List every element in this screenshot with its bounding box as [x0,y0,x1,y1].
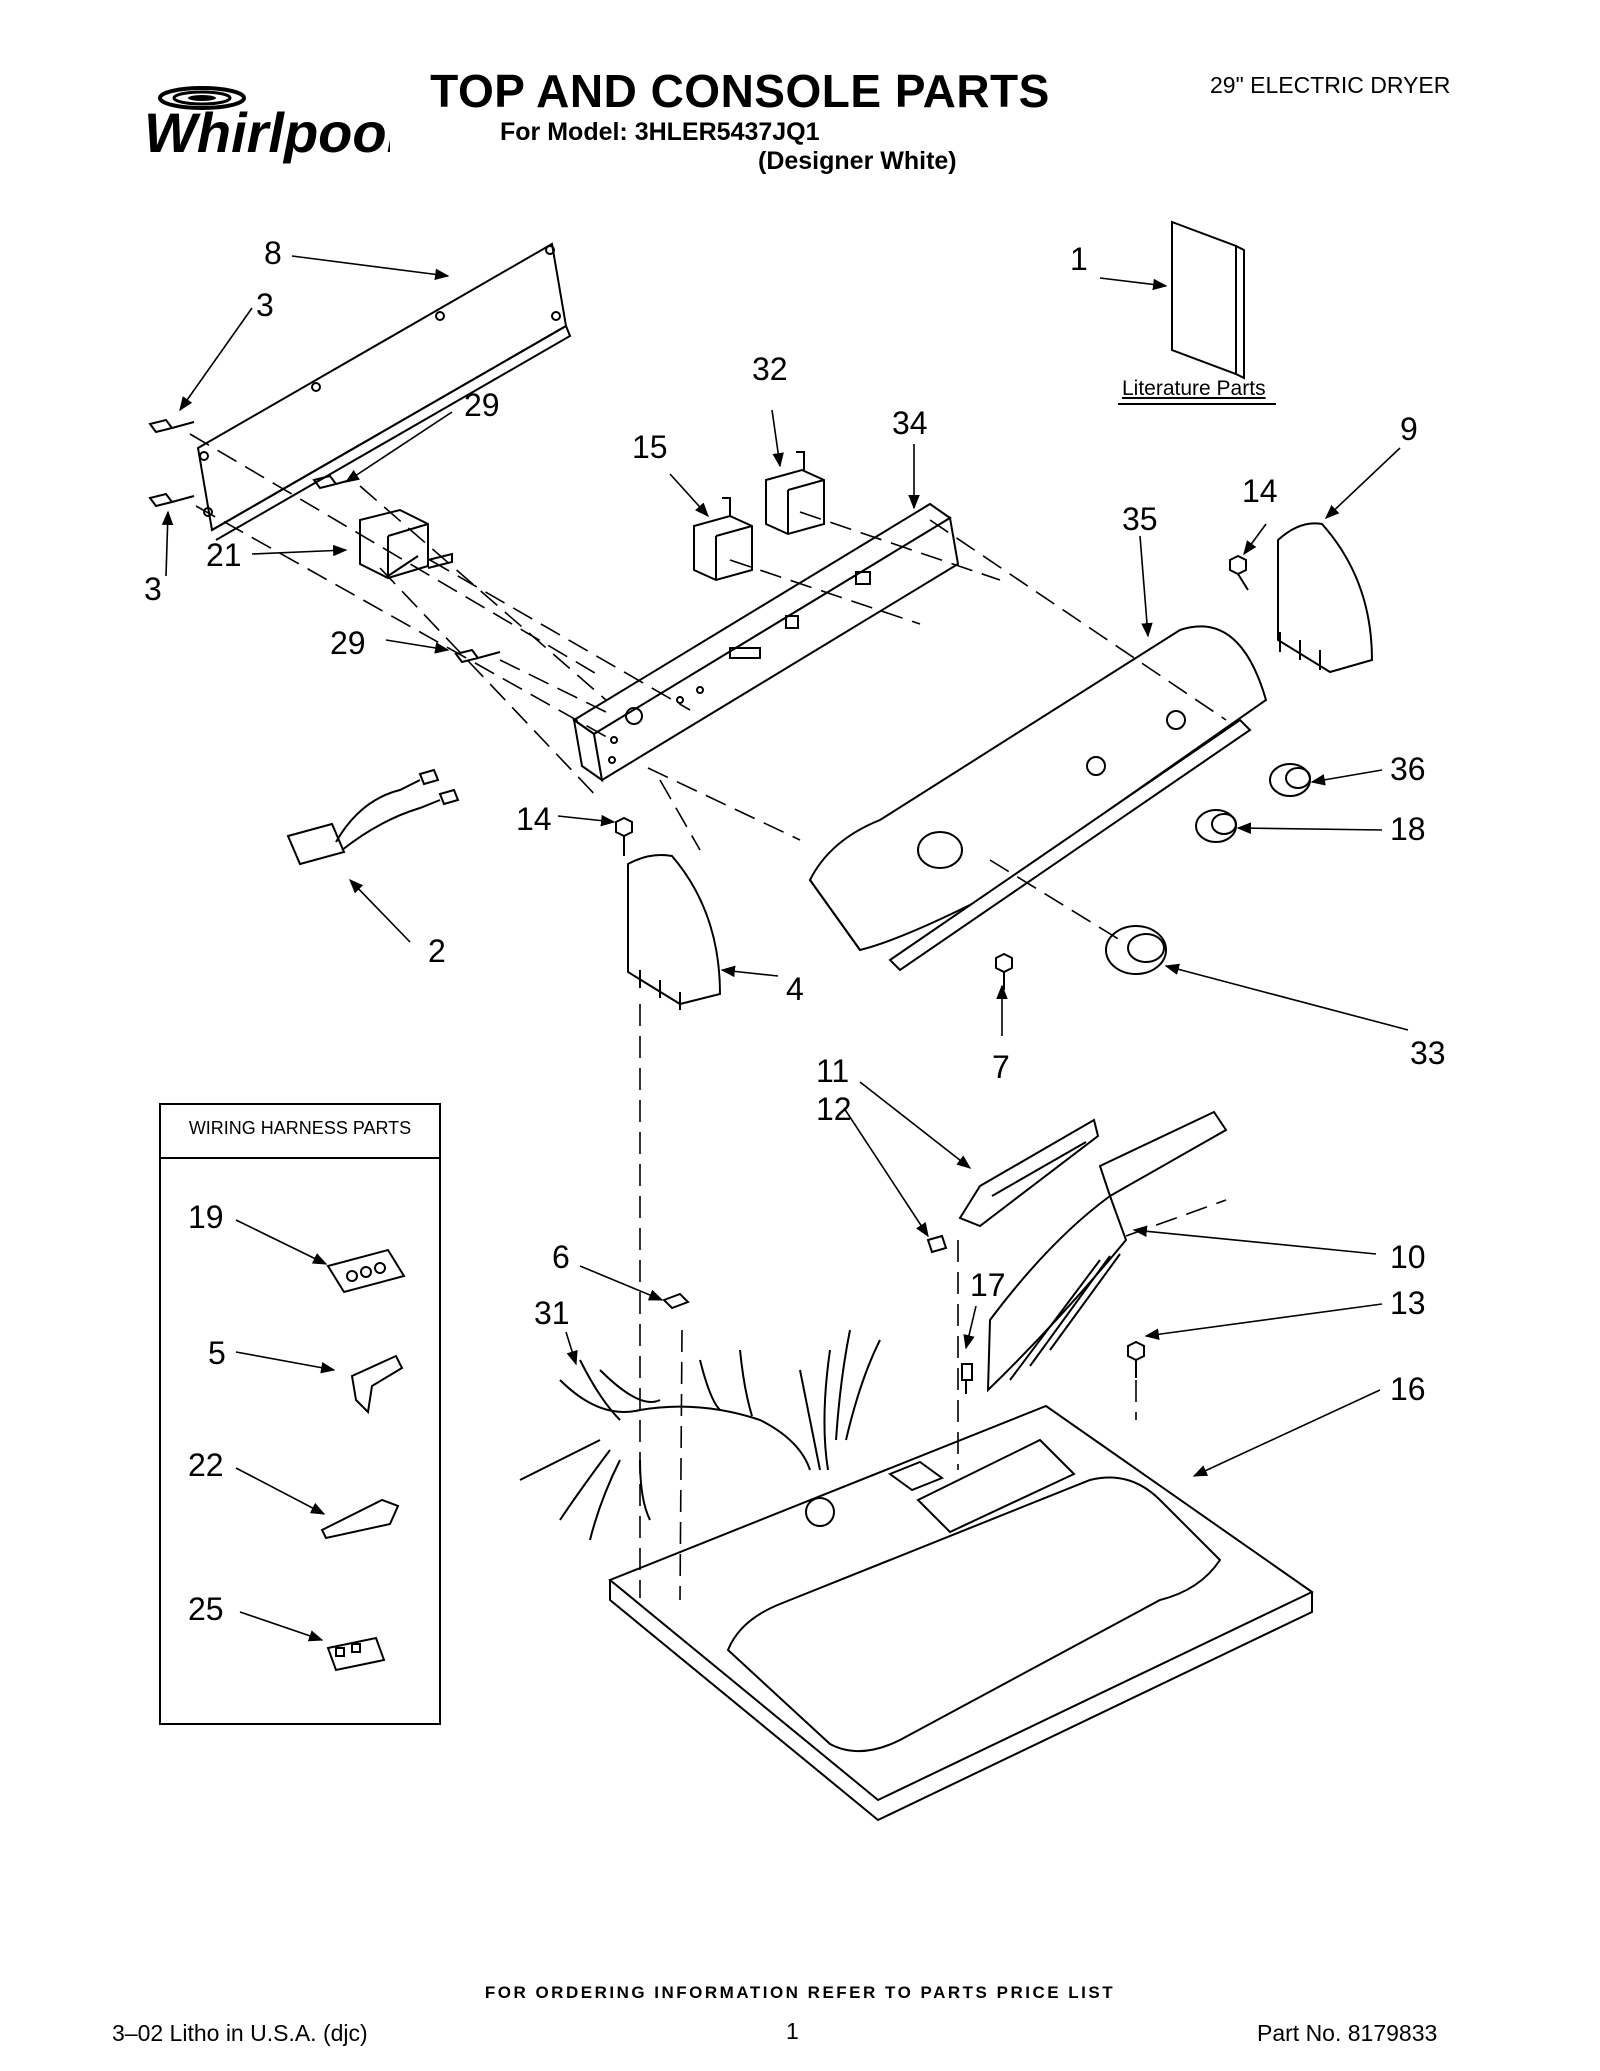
wire-harness-part-31 [519,1329,881,1541]
switch-part-15 [693,497,753,582]
part-number: Part No. 8179833 [1257,2020,1438,2046]
top-panel-part-16 [608,1404,1314,1822]
callout: 35 [1122,501,1158,537]
callout: 4 [786,971,804,1007]
timer-part-21 [359,508,453,580]
switch-part-32 [765,451,825,536]
callout: 7 [992,1049,1010,1085]
callout: 31 [534,1295,570,1331]
callout: 29 [330,625,366,661]
console-part-35 [808,625,1268,972]
whirlpool-logo: Whirlpool [144,86,390,164]
leader-arrows [161,255,1409,1642]
callout: 2 [428,933,446,969]
color-line: (Designer White) [758,147,957,175]
callout: 18 [1390,811,1426,847]
callout: 12 [816,1091,852,1127]
lint-screen-part-10 [986,1110,1228,1393]
callout: 29 [464,387,500,423]
callout: 11 [816,1053,849,1089]
small-fasteners [615,554,1249,1394]
jumper-harness-part-2 [286,768,460,866]
callout: 19 [188,1199,224,1235]
end-cap-part-9 [1277,522,1374,674]
screws-left [148,418,501,664]
callout: 14 [516,801,552,837]
callout: 17 [970,1267,1006,1303]
callout: 25 [188,1591,224,1627]
brand-wordmark: Whirlpool [144,101,390,164]
callout: 3 [144,571,162,607]
page-title: TOP AND CONSOLE PARTS [430,65,1050,117]
knobs [1105,763,1311,975]
callout: 34 [892,405,928,441]
callout: 33 [1410,1035,1446,1071]
callout: 9 [1400,411,1418,447]
filter-clip-part-12 [926,1234,948,1254]
callout: 8 [264,235,282,271]
callout: 14 [1242,473,1278,509]
litho-line: 3–02 Litho in U.S.A. (djc) [112,2020,368,2046]
literature-parts-label: Literature Parts [1122,377,1266,400]
callout: 15 [632,429,668,465]
callout: 16 [1390,1371,1426,1407]
callout: 6 [552,1239,570,1275]
wiring-harness-box [159,1103,441,1725]
callout: 3 [256,287,274,323]
wiring-harness-title: WIRING HARNESS PARTS [188,1118,412,1138]
callout: 1 [1070,241,1088,277]
end-cap-part-4 [627,854,722,1010]
rear-panel-part-8 [196,242,572,541]
product-type: 29" ELECTRIC DRYER [1210,72,1451,98]
callout: 22 [188,1447,224,1483]
callout: 10 [1390,1239,1426,1275]
literature-book-part-1 [1171,220,1245,380]
callout: 21 [206,537,242,573]
lint-filter-part-11 [958,1118,1100,1228]
callout: 13 [1390,1285,1426,1321]
model-line: For Model: 3HLER5437JQ1 [500,118,820,146]
callout: 36 [1390,751,1426,787]
wiring-box-parts [320,1248,406,1672]
callout-numbers: 1 2 3 3 4 5 6 7 8 9 10 11 12 13 14 14 15… [144,235,1446,1627]
callout: 5 [208,1335,226,1371]
page-number: 1 [786,2018,799,2044]
control-panel-part-34 [572,502,960,783]
ordering-note: FOR ORDERING INFORMATION REFER TO PARTS … [484,1983,1116,2002]
assembly-lines [189,433,1227,1601]
callout: 32 [752,351,788,387]
